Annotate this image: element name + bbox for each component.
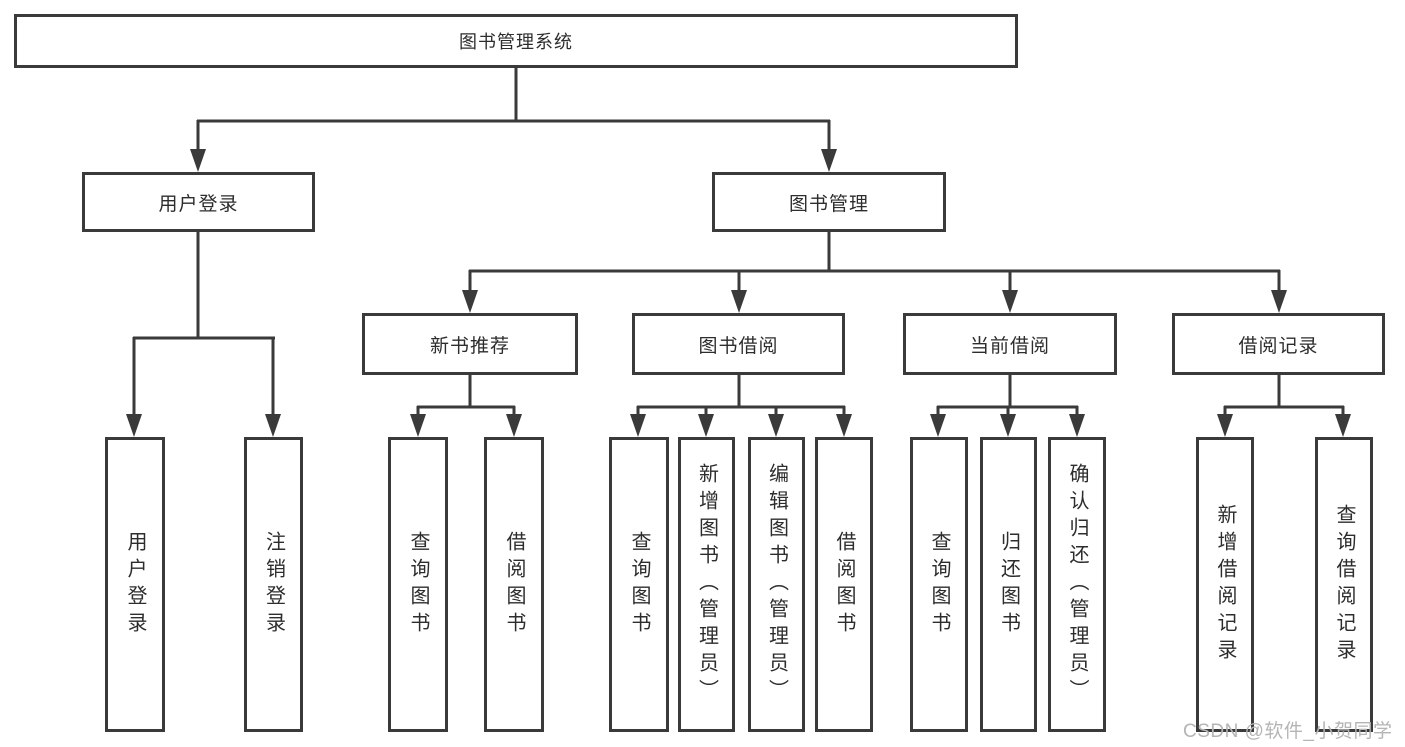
node-label: 当前借阅 <box>969 335 1050 357</box>
node-label: 图书借阅 <box>698 335 779 357</box>
leaf-add-books-admin: 新增图书（管理员） <box>678 437 735 732</box>
node-borrow-records: 借阅记录 <box>1172 313 1385 375</box>
leaf-query-borrow-record: 查询借阅记录 <box>1315 437 1373 732</box>
connector-newbooks-to-children <box>410 375 522 437</box>
leaf-edit-books-admin: 编辑图书（管理员） <box>748 437 805 732</box>
node-label: 查询图书 <box>407 530 429 639</box>
node-label: 借阅图书 <box>833 530 855 639</box>
leaf-add-borrow-record: 新增借阅记录 <box>1196 437 1254 732</box>
node-label: 借阅记录 <box>1238 335 1319 357</box>
leaf-query-books-recommend: 查询图书 <box>388 437 448 732</box>
node-label: 确认归还（管理员） <box>1066 463 1088 706</box>
leaf-return-books: 归还图书 <box>980 437 1037 732</box>
node-label: 编辑图书（管理员） <box>765 463 788 706</box>
node-library-system: 图书管理系统 <box>14 14 1018 68</box>
node-label: 注销登录 <box>262 530 285 639</box>
leaf-query-books-current: 查询图书 <box>910 437 968 732</box>
node-label: 用户登录 <box>158 193 239 215</box>
node-label: 用户登录 <box>124 530 146 639</box>
node-label: 归还图书 <box>997 530 1020 639</box>
connector-userlogin-to-children <box>126 232 281 437</box>
connector-records-to-children <box>1217 375 1351 437</box>
node-book-management: 图书管理 <box>712 172 946 232</box>
node-label: 新书推荐 <box>429 335 510 357</box>
node-label: 查询图书 <box>928 530 950 639</box>
leaf-query-books-borrow: 查询图书 <box>609 437 669 732</box>
leaf-borrow-books: 借阅图书 <box>815 437 873 732</box>
leaf-logout: 注销登录 <box>244 437 303 732</box>
node-label: 图书管理 <box>788 193 869 215</box>
node-current-borrow: 当前借阅 <box>903 313 1117 375</box>
connector-bookmgmt-to-level3 <box>462 232 1287 313</box>
node-user-login: 用户登录 <box>82 172 315 232</box>
node-label: 新增借阅记录 <box>1214 503 1236 666</box>
node-label: 新增图书（管理员） <box>695 463 718 706</box>
node-book-borrow: 图书借阅 <box>632 313 845 375</box>
csdn-watermark: CSDN @软件_小贺同学 <box>1183 721 1393 742</box>
leaf-user-login: 用户登录 <box>105 437 165 732</box>
connector-current-to-children <box>930 375 1085 437</box>
leaf-borrow-books-recommend: 借阅图书 <box>484 437 544 732</box>
leaf-confirm-return-admin: 确认归还（管理员） <box>1048 437 1106 732</box>
connector-root-to-level2 <box>190 68 837 172</box>
node-new-book-recommend: 新书推荐 <box>362 313 578 375</box>
node-label: 查询图书 <box>628 530 650 639</box>
node-label: 借阅图书 <box>503 530 525 639</box>
connector-borrow-to-children <box>630 375 852 437</box>
node-label: 查询借阅记录 <box>1333 503 1355 666</box>
node-label: 图书管理系统 <box>459 32 573 52</box>
